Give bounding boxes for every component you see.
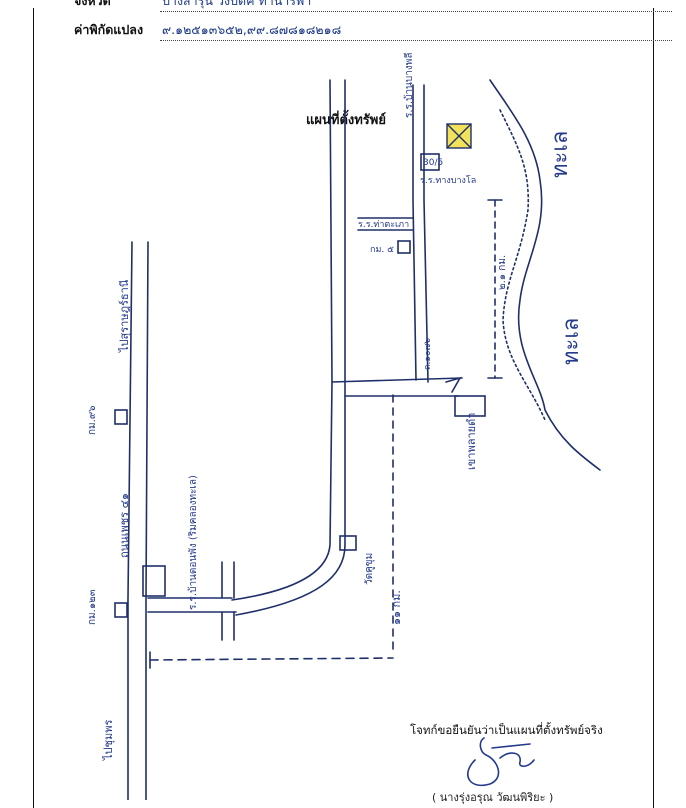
inner-road-left (231, 79, 333, 601)
km-marker-1-label: กม.๙๖ (87, 406, 98, 436)
junction-label: ร.ร.ท่าตะเภา (358, 220, 409, 230)
km-small-box (397, 240, 411, 254)
highway-left-edge (127, 241, 133, 800)
road-bottom-label: ไปชุมพร (102, 720, 115, 761)
school-left-building (142, 565, 166, 597)
signer-name: ( นางรุ่งอรุณ วัฒนพิริยะ ) (432, 791, 554, 804)
road-left-top-label: ไปสุราษฎร์ธานี (118, 279, 131, 353)
km-marker-box-2 (114, 602, 128, 618)
km-marker-box-1 (114, 409, 128, 425)
house-no-label: 30/5 (423, 158, 443, 168)
coastline (489, 79, 601, 471)
road-left-mid-label: ถนนเพชร ๔๑ (118, 493, 131, 558)
district-row: จังหวัด ปางสารุน วังปิดค์ ทำนาร้พา (74, 0, 672, 12)
certification-text: โจทก์ขอยืนยันว่าเป็นแผนที่ตั้งทรัพย์จริง (410, 723, 603, 737)
shop-label: ร.ร.ทางบางโล (420, 175, 476, 186)
landmark-label: เขาพลายดำ (465, 413, 478, 470)
district-value: ปางสารุน วังปิดค์ ทำนาร้พา (160, 0, 672, 12)
cross-road-top (331, 377, 463, 383)
landmark-building (454, 395, 486, 417)
km-small-label: กม. ๕ (370, 245, 394, 255)
house-30-5 (420, 153, 440, 171)
coastline-inner (499, 109, 546, 421)
temple-building (339, 535, 357, 551)
km-marker-2-label: กม.๑๒๓ (87, 589, 98, 625)
distance-right-label: ๒.๑ กม. (497, 255, 508, 290)
road-label: ถ.๑๐๗๖ (423, 338, 433, 370)
signature (467, 737, 535, 787)
district-label: จังหวัด (74, 0, 111, 8)
temple-label: วัดคูขุม (364, 553, 375, 585)
coastal-road-left (412, 84, 417, 381)
map-title: แผนที่ตั้งทรัพย์ (306, 113, 386, 128)
distance-bottom-label: ๑๑ กม. (390, 590, 403, 625)
highway-right-edge (145, 241, 149, 800)
coordinate-value: ๙.๑๒๕๑๓๖๕๒,๙๙.๘๗๘๑๘๒๑๘ (160, 20, 672, 41)
coordinate-row: ค่าพิกัดแปลง ๙.๑๒๕๑๓๖๕๒,๙๙.๘๗๘๑๘๒๑๘ (74, 20, 672, 41)
distance-line-bottom-h (149, 657, 394, 661)
sea-label-bottom: ทะเล (559, 318, 584, 365)
school-left-label: ร.ร.บ้านดอนพัง (ริมคลองทะเล) (187, 475, 199, 610)
page-frame (33, 8, 654, 808)
coordinate-label: ค่าพิกัดแปลง (74, 22, 144, 37)
school-label: ร.ร.บ้านบางพลี (403, 53, 415, 118)
inner-road-right (235, 79, 346, 616)
coastal-road-right (423, 84, 429, 383)
property-marker (446, 123, 472, 149)
sea-label-top: ทะเล (548, 131, 573, 178)
